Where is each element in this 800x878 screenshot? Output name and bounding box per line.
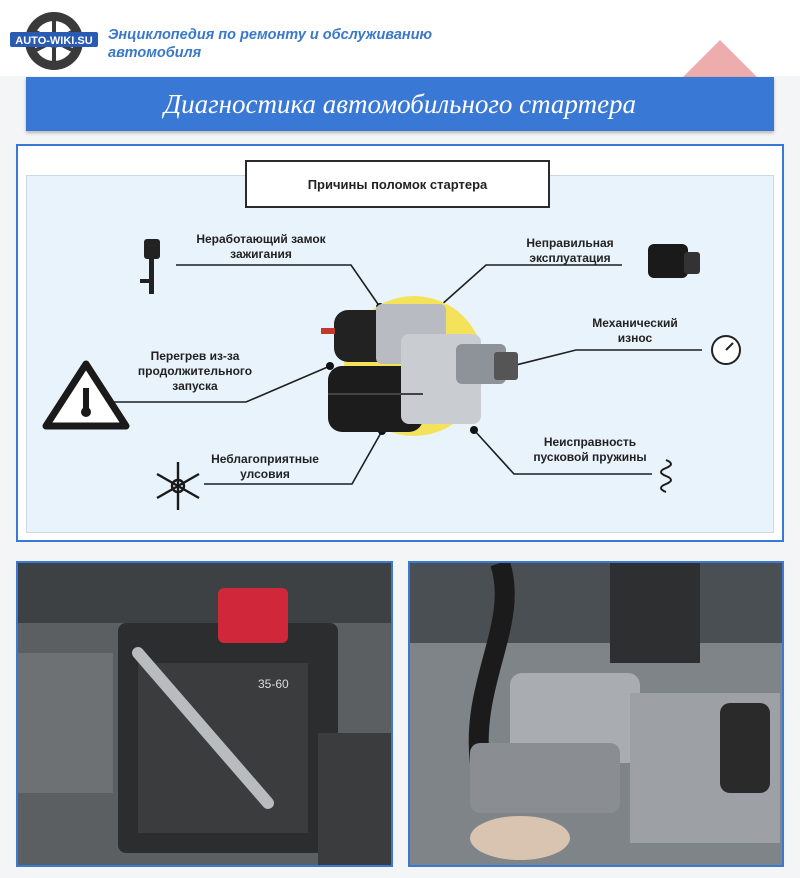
site-tagline: Энциклопедия по ремонту и обслуживанию а… <box>108 27 433 61</box>
wrench-icon <box>132 647 274 809</box>
hand-image <box>470 816 570 860</box>
cause-overheat: Перегрев из-за продолжительного запуска <box>137 349 253 393</box>
cause-ignition: Неработающий замок зажигания <box>196 232 326 261</box>
diagram-heading: Причины поломок стартера <box>245 160 550 208</box>
cause-spring: Неисправность пусковой пружины <box>533 435 647 464</box>
snowflake-icon <box>156 462 200 510</box>
connector-wear <box>503 349 702 369</box>
starter-part-icon <box>648 244 700 278</box>
svg-text:AUTO-WIKI.SU: AUTO-WIKI.SU <box>15 35 92 47</box>
gauge-icon <box>711 335 741 365</box>
battery-photo: 35-60 <box>16 561 393 867</box>
page-title: Диагностика автомобильного стартера <box>26 77 774 131</box>
cause-weather: Неблагоприятные улсовия <box>211 452 319 481</box>
warning-thermometer-icon <box>42 360 130 430</box>
diagram-canvas <box>42 239 741 510</box>
spring-icon <box>660 459 672 493</box>
starter-motor-photo-body <box>510 673 640 763</box>
starter-motor-image <box>321 304 518 432</box>
site-logo[interactable]: AUTO-WIKI.SU <box>10 10 98 72</box>
site-header: AUTO-WIKI.SU Энциклопедия по ремонту и о… <box>0 0 800 80</box>
svg-text:35-60: 35-60 <box>258 677 289 691</box>
car-key-icon <box>140 239 160 294</box>
connector-ignition <box>176 264 381 308</box>
connector-misuse <box>439 264 622 307</box>
connector-spring <box>473 429 652 475</box>
header-decoration <box>680 40 760 80</box>
connector-weather <box>204 430 383 485</box>
cause-wear: Механический износ <box>592 316 678 345</box>
cause-misuse: Неправильная эксплуатация <box>526 236 614 265</box>
connector-overheat <box>112 365 331 403</box>
battery-terminal-cover <box>218 588 288 643</box>
starter-installed-photo <box>408 561 784 867</box>
